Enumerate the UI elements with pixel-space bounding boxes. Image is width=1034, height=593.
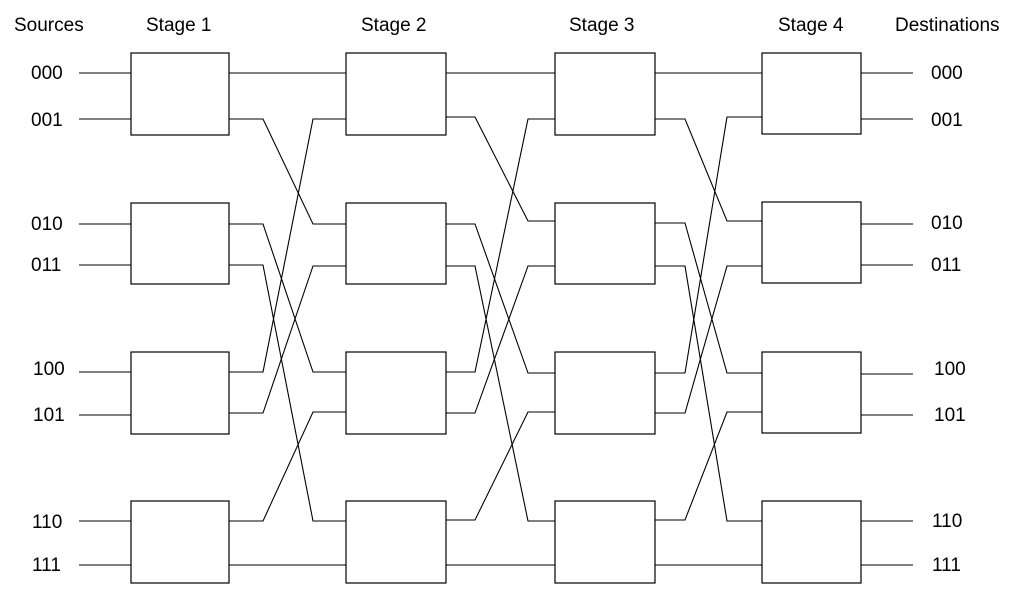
destination-label: 100	[934, 359, 966, 380]
source-label: 010	[31, 214, 63, 235]
destination-label: 111	[932, 555, 961, 576]
stage2-switch-4	[345, 500, 447, 584]
source-label: 110	[32, 512, 62, 533]
source-label: 000	[31, 63, 63, 84]
stage3-switch-4	[554, 500, 656, 584]
stage1-switch-2	[130, 202, 230, 285]
header-sources: Sources	[14, 15, 84, 36]
destination-label: 110	[932, 511, 962, 532]
destination-label: 010	[931, 213, 963, 234]
source-label: 001	[31, 110, 63, 131]
header-stage-4: Stage 4	[778, 15, 844, 36]
stage3-switch-3	[554, 351, 656, 435]
stage1-switch-4	[130, 500, 230, 584]
stage4-switch-3	[761, 351, 862, 434]
interconnect-stage3-stage4	[655, 72, 762, 566]
stage4-switch-4	[761, 500, 862, 584]
source-label: 101	[33, 405, 65, 426]
stage2-switch-2	[345, 202, 447, 285]
stage3-switch-1	[554, 52, 656, 136]
interconnect-stage2-stage3	[446, 72, 555, 566]
interconnect-stage1-stage2	[229, 72, 346, 566]
source-label: 111	[32, 555, 61, 576]
header-stage-2: Stage 2	[361, 15, 427, 36]
stage3-switch-2	[554, 202, 656, 285]
input-wires	[79, 72, 131, 566]
stage4-switch-1	[761, 52, 862, 135]
destination-label: 011	[931, 255, 961, 276]
stage4-switch-2	[761, 201, 862, 284]
stage2-switch-3	[345, 351, 447, 435]
stage1-switch-1	[130, 52, 230, 136]
header-stage-1: Stage 1	[146, 15, 212, 36]
output-wires	[861, 72, 913, 566]
stage2-switch-1	[345, 52, 447, 136]
destination-label: 101	[934, 405, 966, 426]
header-stage-3: Stage 3	[569, 15, 635, 36]
header-destinations: Destinations	[895, 15, 1000, 36]
source-label: 011	[31, 255, 61, 276]
destination-label: 001	[931, 110, 963, 131]
destination-label: 000	[931, 63, 963, 84]
source-label: 100	[33, 359, 65, 380]
stage1-switch-3	[130, 351, 230, 435]
